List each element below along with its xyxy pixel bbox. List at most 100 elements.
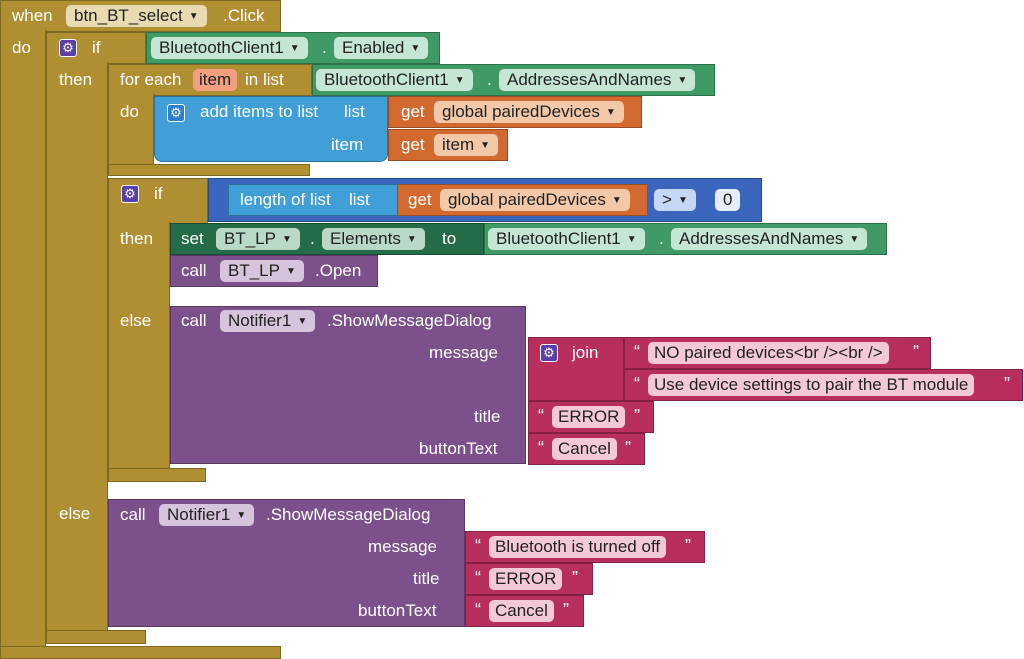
- to-keyword: to: [442, 229, 457, 248]
- close-quote: ”: [563, 600, 569, 620]
- list-socket-label: list: [349, 190, 370, 209]
- component-dropdown-notifier1[interactable]: Notifier1▼: [159, 504, 255, 526]
- mutator-gear-icon[interactable]: ⚙: [121, 185, 139, 203]
- loop-variable-item[interactable]: item: [193, 69, 238, 91]
- if-block-inner-bottom: [108, 468, 206, 482]
- add-items-label: add items to list: [200, 102, 319, 121]
- variable-dropdown-global-paired-devices[interactable]: global pairedDevices▼: [440, 189, 630, 211]
- chevron-down-icon: ▼: [605, 107, 616, 118]
- call-keyword: call: [181, 311, 207, 330]
- variable-dropdown-global-paired-devices[interactable]: global pairedDevices▼: [434, 101, 624, 123]
- dot-separator: .: [310, 229, 315, 248]
- text-value-error[interactable]: ERROR: [552, 406, 626, 428]
- close-quote: ”: [913, 342, 919, 362]
- event-block-bottom: [0, 646, 281, 659]
- method-name-open: .Open: [315, 261, 362, 280]
- call-keyword: call: [181, 261, 207, 280]
- open-quote: “: [475, 536, 481, 556]
- close-quote: ”: [1004, 374, 1010, 394]
- then-keyword: then: [120, 229, 154, 248]
- method-name-show-message-dialog: .ShowMessageDialog: [266, 505, 431, 524]
- text-value-use-device-settings[interactable]: Use device settings to pair the BT modul…: [648, 374, 975, 396]
- if-block-outer-spine: [46, 62, 108, 642]
- if-keyword: if: [154, 184, 163, 203]
- message-socket-label: message: [429, 343, 498, 362]
- open-quote: “: [475, 568, 481, 588]
- component-dropdown-bluetoothclient1[interactable]: BluetoothClient1▼: [488, 228, 645, 250]
- text-value-error[interactable]: ERROR: [489, 568, 563, 590]
- item-socket-label: item: [331, 135, 364, 154]
- mutator-gear-icon[interactable]: ⚙: [59, 39, 77, 57]
- else-keyword: else: [120, 311, 152, 330]
- open-quote: “: [475, 600, 481, 620]
- join-label: join: [572, 343, 599, 362]
- close-quote: ”: [625, 438, 631, 458]
- if-block-inner-spine: [108, 222, 170, 470]
- operator-dropdown-greater-than[interactable]: >▼: [654, 189, 696, 211]
- chevron-down-icon: ▼: [406, 234, 417, 245]
- text-value-bluetooth-off[interactable]: Bluetooth is turned off: [489, 536, 667, 558]
- dot-separator: .: [659, 229, 664, 248]
- chevron-down-icon: ▼: [849, 234, 860, 245]
- do-keyword: do: [12, 38, 31, 57]
- title-socket-label: title: [474, 407, 501, 426]
- message-socket-label: message: [368, 537, 437, 556]
- click-event-label: .Click: [223, 6, 265, 25]
- button-text-socket-label: buttonText: [419, 439, 498, 458]
- property-dropdown-elements[interactable]: Elements▼: [322, 228, 425, 250]
- for-each-keyword: for each: [120, 70, 182, 89]
- property-dropdown-addressesandnames[interactable]: AddressesAndNames▼: [499, 69, 696, 91]
- for-each-block-bottom: [108, 164, 310, 176]
- chevron-down-icon: ▼: [454, 75, 465, 86]
- component-dropdown-bt-lp[interactable]: BT_LP▼: [216, 228, 300, 250]
- text-value-cancel[interactable]: Cancel: [552, 438, 617, 460]
- list-socket-label: list: [344, 102, 365, 121]
- show-message-dialog-block[interactable]: [170, 306, 526, 464]
- mutator-gear-icon[interactable]: ⚙: [167, 104, 185, 122]
- chevron-down-icon: ▼: [677, 195, 688, 206]
- component-dropdown-bluetoothclient1[interactable]: BluetoothClient1▼: [151, 37, 308, 59]
- chevron-down-icon: ▼: [285, 266, 296, 277]
- get-keyword: get: [401, 135, 425, 154]
- chevron-down-icon: ▼: [626, 234, 637, 245]
- length-of-list-label: length of list: [240, 190, 331, 209]
- open-quote: “: [538, 438, 544, 458]
- chevron-down-icon: ▼: [677, 75, 688, 86]
- property-dropdown-enabled[interactable]: Enabled▼: [334, 37, 429, 59]
- number-zero[interactable]: 0: [715, 189, 741, 211]
- else-keyword: else: [59, 504, 91, 523]
- when-keyword: when: [12, 6, 53, 25]
- chevron-down-icon: ▼: [281, 234, 292, 245]
- component-dropdown-bt-lp[interactable]: BT_LP▼: [220, 260, 304, 282]
- mutator-gear-icon[interactable]: ⚙: [540, 344, 558, 362]
- add-items-to-list-block[interactable]: [154, 96, 388, 162]
- close-quote: ”: [634, 406, 640, 426]
- chevron-down-icon: ▼: [289, 43, 300, 54]
- close-quote: ”: [572, 568, 578, 588]
- chevron-down-icon: ▼: [410, 43, 421, 54]
- in-list-keyword: in list: [245, 70, 284, 89]
- component-dropdown-notifier1[interactable]: Notifier1▼: [220, 310, 316, 332]
- for-each-block-spine: [108, 94, 154, 164]
- open-quote: “: [538, 406, 544, 426]
- chevron-down-icon: ▼: [236, 510, 247, 521]
- dot-separator: .: [322, 38, 327, 57]
- text-value-no-paired-devices[interactable]: NO paired devices<br /><br />: [648, 342, 889, 364]
- foreach-do-keyword: do: [120, 102, 139, 121]
- component-dropdown-btn-bt-select[interactable]: btn_BT_select▼: [66, 5, 207, 27]
- call-keyword: call: [120, 505, 146, 524]
- get-keyword: get: [408, 190, 432, 209]
- then-keyword: then: [59, 70, 93, 89]
- variable-dropdown-item[interactable]: item▼: [434, 134, 499, 156]
- if-block-outer-bottom: [46, 630, 146, 644]
- property-dropdown-addressesandnames[interactable]: AddressesAndNames▼: [671, 228, 868, 250]
- open-quote: “: [634, 342, 640, 362]
- component-dropdown-bluetoothclient1[interactable]: BluetoothClient1▼: [316, 69, 473, 91]
- button-text-socket-label: buttonText: [358, 601, 437, 620]
- chevron-down-icon: ▼: [611, 195, 622, 206]
- method-name-show-message-dialog: .ShowMessageDialog: [327, 311, 492, 330]
- close-quote: ”: [685, 536, 691, 556]
- get-keyword: get: [401, 102, 425, 121]
- open-quote: “: [634, 374, 640, 394]
- text-value-cancel[interactable]: Cancel: [489, 600, 554, 622]
